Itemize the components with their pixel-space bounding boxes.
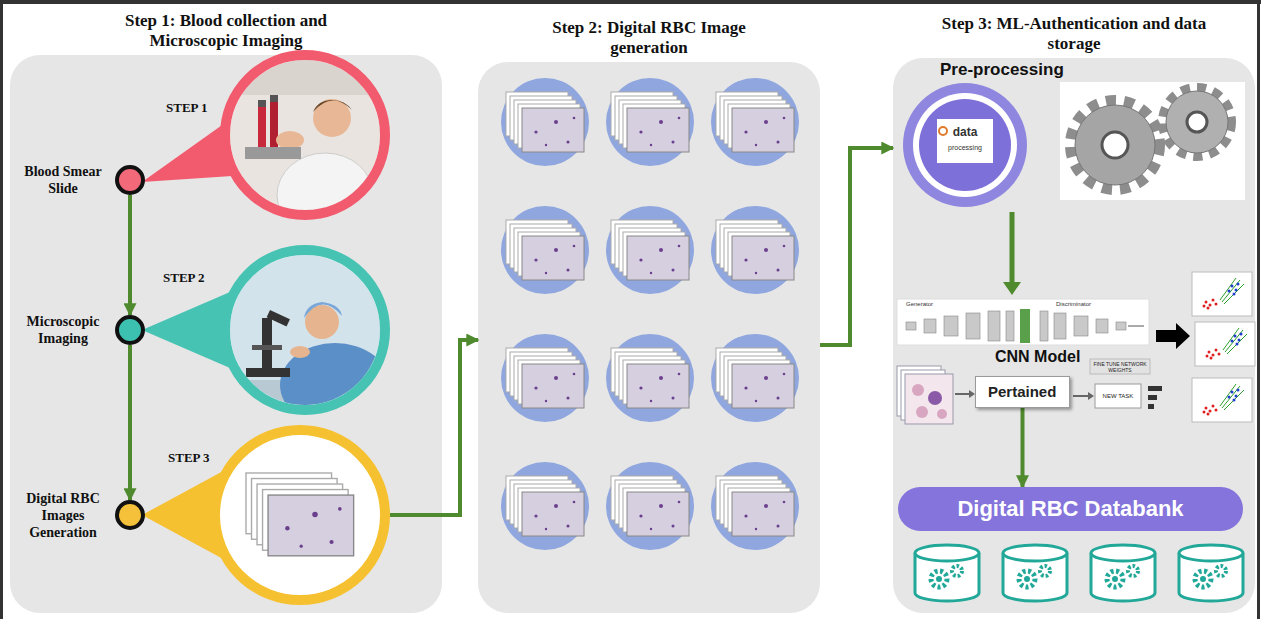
callout-step-wrap: STEP 3 bbox=[168, 450, 228, 466]
databank-bar: Digital RBC Databank bbox=[898, 487, 1243, 531]
callout-step: STEP 1 bbox=[166, 100, 226, 116]
panel-title-wrap: Step 3: ML-Authentication and data stora… bbox=[942, 14, 1207, 54]
tiny-box-text: NEW TASK bbox=[1095, 392, 1141, 400]
databank-label-wrap: Digital RBC Databank bbox=[957, 496, 1183, 522]
step-label: Digital RBC Images Generation bbox=[26, 491, 100, 540]
callout-step: STEP 2 bbox=[163, 270, 223, 286]
step-label: Blood Smear Slide bbox=[24, 164, 101, 196]
panel-title-wrap: Step 2: Digital RBC Image generation bbox=[534, 18, 764, 58]
box-label-wrap: Pertained bbox=[988, 383, 1057, 401]
network-part-wrap: Generator bbox=[906, 300, 986, 308]
icon-text: data bbox=[937, 125, 993, 139]
icon-text-wrap: data bbox=[937, 125, 993, 139]
network-part: Generator bbox=[906, 300, 986, 308]
databank-label: Digital RBC Databank bbox=[957, 496, 1183, 521]
flow-arrow bbox=[1021, 408, 1025, 487]
callout-step-wrap: STEP 2 bbox=[163, 270, 223, 286]
flow-arrow bbox=[442, 340, 478, 515]
panel-title: Step 2: Digital RBC Image generation bbox=[552, 18, 746, 57]
panel-title: Step 3: ML-Authentication and data stora… bbox=[942, 14, 1206, 53]
icon-text: processing bbox=[937, 143, 993, 152]
network-part-wrap: Discriminator bbox=[1056, 300, 1136, 308]
callout-step-wrap: STEP 1 bbox=[166, 100, 226, 116]
panel-title: Step 1: Blood collection and Microscopic… bbox=[125, 11, 327, 50]
box-label: Pertained bbox=[988, 383, 1056, 400]
model-caption-wrap: CNN Model bbox=[995, 347, 1105, 366]
flow-arrow bbox=[128, 345, 132, 500]
callout-step: STEP 3 bbox=[168, 450, 228, 466]
step-label-wrap: Microscopic Imaging bbox=[17, 313, 109, 347]
panel-title-wrap: Step 1: Blood collection and Microscopic… bbox=[101, 11, 351, 51]
flow-arrow bbox=[820, 148, 893, 345]
tiny-box-text-wrap: FINE TUNE NETWORK WEIGHTS bbox=[1091, 361, 1149, 373]
model-caption: CNN Model bbox=[995, 347, 1105, 366]
tiny-box-text-wrap: NEW TASK bbox=[1095, 392, 1141, 400]
icon-text-wrap: processing bbox=[937, 143, 993, 152]
flow-arrow bbox=[128, 195, 132, 315]
step-label-wrap: Digital RBC Images Generation bbox=[17, 490, 109, 541]
section-heading-wrap: Pre-processing bbox=[940, 60, 1110, 80]
step-label-wrap: Blood Smear Slide bbox=[17, 163, 109, 197]
step-dot: Blood Smear Slide bbox=[115, 165, 145, 195]
process-box: Pertained bbox=[975, 376, 1070, 408]
network-part: Discriminator bbox=[1056, 300, 1136, 308]
step-label: Microscopic Imaging bbox=[27, 314, 100, 346]
step-dot: Microscopic Imaging bbox=[115, 315, 145, 345]
tiny-box-text: FINE TUNE NETWORK WEIGHTS bbox=[1091, 361, 1149, 373]
step-dot: Digital RBC Images Generation bbox=[115, 500, 145, 530]
section-heading: Pre-processing bbox=[940, 60, 1110, 80]
